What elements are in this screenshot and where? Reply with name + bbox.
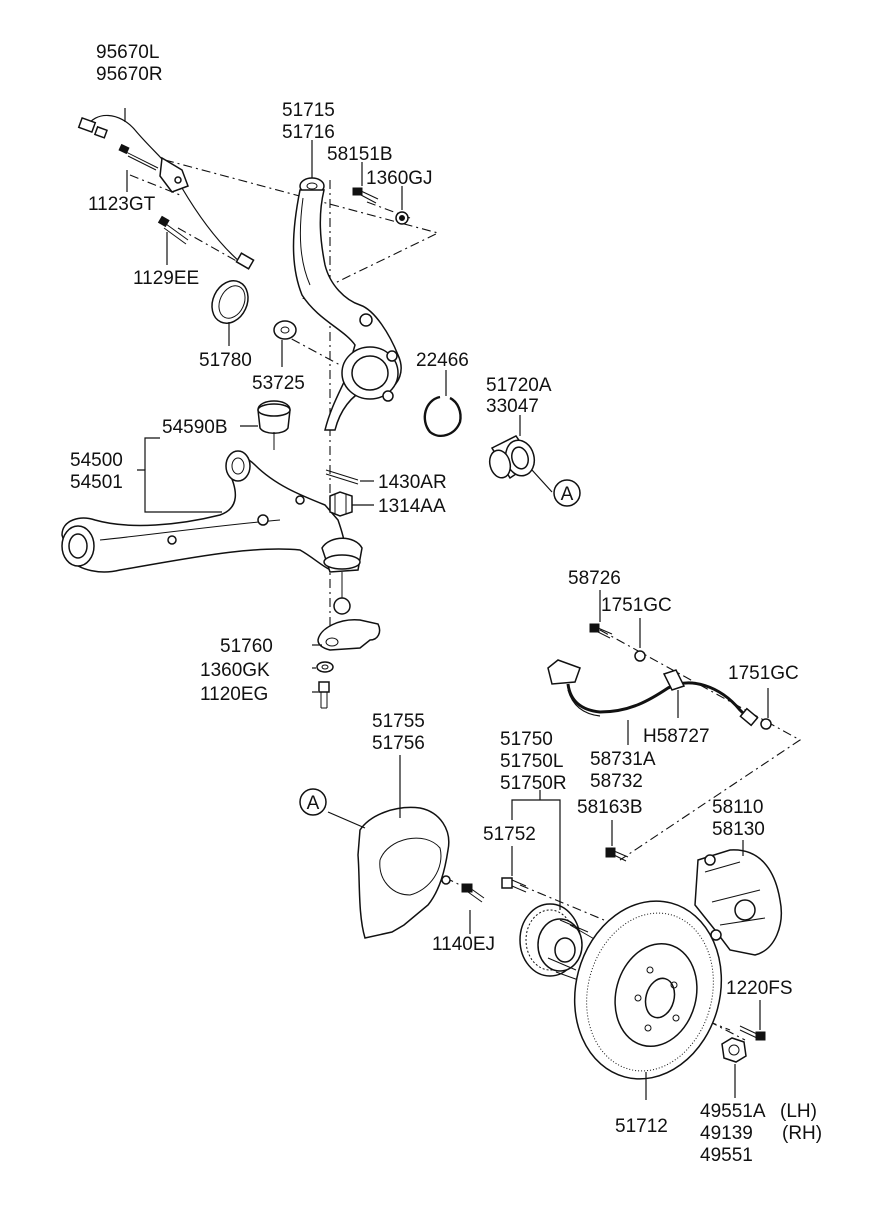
label-58163b: 58163B	[577, 797, 643, 818]
label-1120eg: 1120EG	[200, 684, 268, 705]
label-22466: 22466	[416, 350, 469, 371]
label-95670r: 95670R	[96, 64, 163, 85]
label-53725: 53725	[252, 373, 305, 394]
callout-label: A	[561, 484, 574, 505]
label-51756: 51756	[372, 733, 425, 754]
label-51755: 51755	[372, 711, 425, 732]
screw-1140ej	[461, 883, 485, 903]
leader-lines	[124, 108, 769, 1100]
sensor-bolt	[118, 143, 159, 171]
ball-joint	[317, 537, 381, 651]
note-lh: (LH)	[780, 1101, 817, 1122]
gasket-1751gc-b	[760, 718, 772, 730]
washer-53725	[273, 320, 297, 340]
label-58130: 58130	[712, 819, 765, 840]
callout-label: A	[307, 793, 320, 814]
label-49551: 49551	[700, 1145, 753, 1166]
label-1314aa: 1314AA	[378, 496, 446, 517]
split-pin	[325, 469, 359, 485]
label-58731a: 58731A	[590, 749, 656, 770]
caliper	[694, 849, 782, 956]
washer-1360gk	[316, 661, 334, 673]
bushing	[257, 400, 291, 450]
hub-bolt	[501, 877, 527, 893]
label-1220fs: 1220FS	[726, 978, 793, 999]
wheel-speed-sensor	[77, 114, 255, 270]
castle-nut	[329, 491, 353, 517]
snap-ring	[423, 395, 462, 437]
label-54501: 54501	[70, 472, 123, 493]
label-58151b: 58151B	[327, 144, 393, 165]
label-33047: 33047	[486, 396, 539, 417]
label-1123gt: 1123GT	[88, 194, 156, 215]
lower-arm	[61, 450, 347, 573]
callout-a-bearing: A	[553, 479, 581, 507]
dust-shield	[357, 806, 451, 939]
bolt-58163b	[605, 847, 629, 862]
knuckle	[292, 177, 402, 431]
label-51750: 51750	[500, 729, 553, 750]
label-51716: 51716	[282, 122, 335, 143]
label-51750l: 51750L	[500, 751, 563, 772]
callout-a-shield: A	[299, 788, 327, 816]
brake-hose	[547, 659, 759, 727]
label-51750r: 51750R	[500, 773, 567, 794]
label-51720a: 51720A	[486, 375, 552, 396]
bearing	[488, 435, 536, 480]
label-58726: 58726	[568, 568, 621, 589]
label-1360gj: 1360GJ	[366, 168, 433, 189]
bolt-58726	[589, 623, 613, 639]
label-h58727: H58727	[643, 726, 710, 747]
note-rh: (RH)	[782, 1123, 822, 1144]
part-labels: 95670L 95670R 1123GT 1129EE 51715 51716 …	[70, 42, 822, 1166]
label-54500: 54500	[70, 450, 123, 471]
bolt-1129ee	[157, 215, 189, 245]
label-54590b: 54590B	[162, 417, 228, 438]
label-58732: 58732	[590, 771, 643, 792]
label-49139: 49139	[700, 1123, 753, 1144]
screw-1220fs	[739, 1025, 766, 1041]
bolt-58151b	[352, 187, 379, 204]
nut-1360gj	[395, 211, 409, 225]
label-1751gc-b: 1751GC	[728, 663, 799, 684]
hub-nut	[721, 1037, 747, 1063]
label-1751gc-a: 1751GC	[601, 595, 672, 616]
label-49551a: 49551A	[700, 1101, 766, 1122]
label-1140ej: 1140EJ	[432, 934, 495, 955]
clip-h58727	[662, 669, 686, 691]
label-95670l: 95670L	[96, 42, 159, 63]
gasket-1751gc-a	[634, 650, 646, 662]
label-58110: 58110	[712, 797, 763, 818]
label-51752: 51752	[483, 824, 536, 845]
label-51760: 51760	[220, 636, 273, 657]
label-51715: 51715	[282, 100, 335, 121]
hub-assembly	[519, 903, 597, 983]
label-51780: 51780	[199, 350, 252, 371]
bolt-1120eg	[318, 681, 330, 709]
label-51712: 51712	[615, 1116, 668, 1137]
label-1129ee: 1129EE	[133, 268, 199, 289]
brake-disc	[573, 900, 723, 1080]
label-1360gk: 1360GK	[200, 660, 270, 681]
dust-cover-51780	[211, 280, 249, 324]
label-1430ar: 1430AR	[378, 472, 447, 493]
